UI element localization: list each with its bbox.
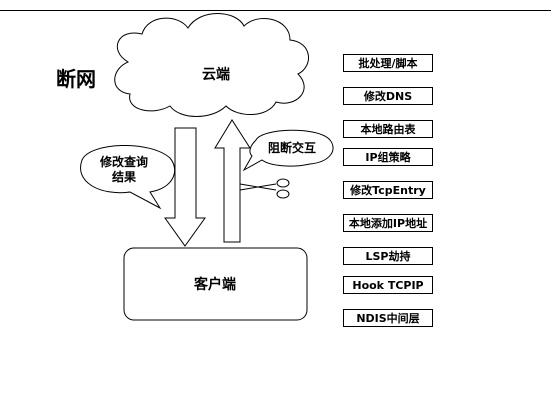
method-modify-dns: 修改DNS — [343, 87, 433, 105]
cloud-label: 云端 — [202, 66, 230, 83]
client-box — [123, 247, 308, 321]
scissors-icon — [239, 178, 290, 199]
modify-result-line1: 修改查询 — [99, 154, 148, 169]
method-batch-script: 批处理/脚本 — [343, 54, 433, 72]
client-label: 客户端 — [193, 276, 236, 293]
method-lsp-hijack: LSP劫持 — [343, 247, 433, 265]
method-local-route-table: 本地路由表 — [343, 120, 433, 138]
down-arrow — [164, 127, 206, 247]
method-add-local-ip: 本地添加IP地址 — [343, 214, 433, 232]
top-divider-line — [0, 10, 551, 11]
method-modify-tcpentry: 修改TcpEntry — [343, 181, 433, 199]
block-interaction-label: 阻断交互 — [268, 140, 316, 155]
up-arrow — [214, 119, 251, 243]
block-interaction-bubble — [242, 129, 334, 172]
method-hook-tcpip: Hook TCPIP — [343, 276, 433, 294]
cloud-shape — [114, 13, 309, 117]
modify-result-bubble — [80, 144, 175, 210]
modify-result-line2: 结果 — [112, 169, 136, 184]
method-ip-group-policy: IP组策略 — [343, 148, 433, 166]
method-ndis-intermediate: NDIS中间层 — [343, 309, 433, 327]
diagram-title: 断网 — [56, 67, 96, 91]
